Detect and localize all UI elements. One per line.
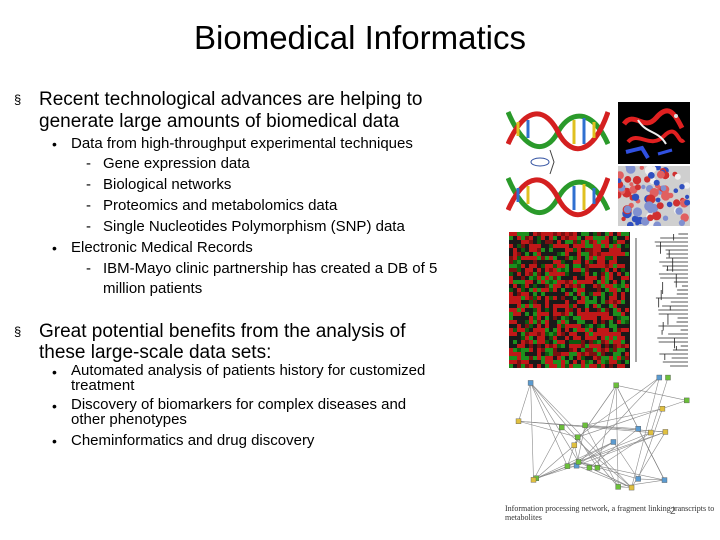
sub-bullet-biomarkers-line-2: other phenotypes bbox=[71, 411, 187, 428]
dendrogram-image bbox=[630, 230, 692, 370]
dash-marker: - bbox=[86, 197, 91, 214]
sub-bullet-high-throughput: Data from high-throughput experimental t… bbox=[71, 135, 413, 152]
molecule-surface-image bbox=[618, 166, 690, 226]
sub-bullet-cheminformatics: Cheminformatics and drug discovery bbox=[71, 432, 315, 449]
sub-bullet-emr: Electronic Medical Records bbox=[71, 239, 253, 256]
bullet-1-line-2: generate large amounts of biomedical dat… bbox=[39, 111, 400, 132]
item-ibm-mayo-line-1: IBM-Mayo clinic partnership has created … bbox=[103, 260, 438, 277]
gene-expression-heatmap-image bbox=[509, 232, 631, 372]
sub-bullet-marker: • bbox=[52, 364, 57, 380]
dash-marker: - bbox=[86, 155, 91, 172]
dash-marker: - bbox=[86, 260, 91, 277]
protein-structure-image bbox=[618, 102, 690, 164]
bullet-marker: § bbox=[14, 324, 22, 339]
bullet-marker: § bbox=[14, 92, 22, 107]
bullet-2-line-1: Great potential benefits from the analys… bbox=[39, 321, 406, 342]
sub-bullet-marker: • bbox=[52, 240, 57, 256]
item-snp: Single Nucleotides Polymorphism (SNP) da… bbox=[103, 218, 405, 235]
item-biological-networks: Biological networks bbox=[103, 176, 232, 193]
dash-marker: - bbox=[86, 176, 91, 193]
biological-network-image bbox=[505, 368, 697, 502]
item-gene-expression: Gene expression data bbox=[103, 155, 250, 172]
dna-double-helix-image bbox=[506, 104, 610, 232]
item-proteomics: Proteomics and metabolomics data bbox=[103, 197, 338, 214]
sub-bullet-biomarkers-line-1: Discovery of biomarkers for complex dise… bbox=[71, 396, 407, 413]
sub-bullet-marker: • bbox=[52, 398, 57, 414]
item-ibm-mayo-line-2: million patients bbox=[103, 280, 203, 297]
sub-bullet-automated-line-2: treatment bbox=[71, 377, 135, 394]
dash-marker: - bbox=[86, 218, 91, 235]
image-caption: Information processing network, a fragme… bbox=[505, 504, 715, 522]
sub-bullet-automated-line-1: Automated analysis of patients history f… bbox=[71, 362, 426, 379]
sub-bullet-marker: • bbox=[52, 136, 57, 152]
bullet-2-line-2: these large-scale data sets: bbox=[39, 342, 272, 363]
page-number: 2 bbox=[670, 506, 676, 517]
slide-title: Biomedical Informatics bbox=[194, 19, 526, 56]
bullet-1-line-1: Recent technological advances are helpin… bbox=[39, 89, 423, 110]
sub-bullet-marker: • bbox=[52, 433, 57, 449]
